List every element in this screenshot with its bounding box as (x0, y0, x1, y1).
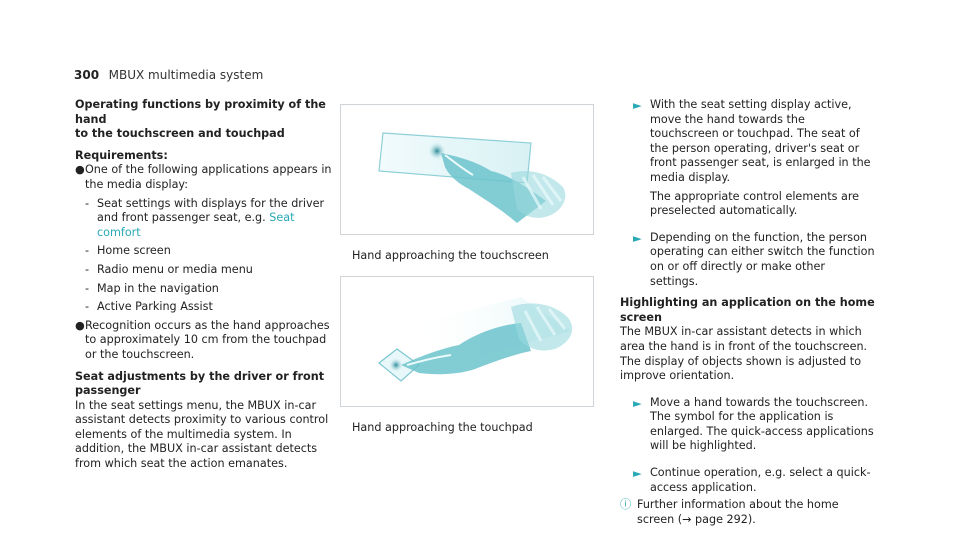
seat-adjustments-paragraph: In the seat settings menu, the MBUX in-c… (75, 398, 329, 471)
step-text: Move a hand towards the touchscreen. The… (650, 395, 874, 453)
list-item: ● Recognition occurs as the hand approac… (75, 319, 335, 363)
sub-list-item: - Active Parking Assist (75, 300, 335, 315)
instruction-step: ► Continue operation, e.g. select a quic… (620, 466, 875, 495)
dash-icon: - (85, 262, 90, 276)
section-title: MBUX multimedia system (108, 68, 264, 82)
sub-item-text: Radio menu or media menu (97, 262, 253, 276)
step-text: With the seat setting display active, mo… (650, 98, 871, 184)
sub-item-text: Map in the navigation (97, 281, 219, 295)
touchpad-illustration (340, 275, 594, 407)
sub-item-text: Seat settings with displays for the driv… (97, 196, 325, 225)
heading-line-1: Operating functions by proximity of the … (75, 98, 326, 126)
home-screen-paragraph: The MBUX in-car assistant detects in whi… (620, 325, 868, 383)
heading-line-2: to the touchscreen and touchpad (75, 127, 285, 141)
dash-icon: - (85, 300, 90, 314)
heading-seat-adjustments: Seat adjustments by the driver or front … (75, 369, 325, 398)
info-icon: ⓘ (620, 498, 632, 512)
caption-touchscreen: Hand approaching the touchscreen (352, 249, 549, 262)
arrow-icon: ► (633, 99, 642, 112)
touchscreen-illustration (340, 104, 594, 235)
page-number: 300 (74, 68, 100, 82)
middle-column: Hand approaching the touchscreen Hand a (340, 98, 594, 435)
info-note: ⓘ Further information about the home scr… (620, 498, 875, 527)
sub-list-item: - Seat settings with displays for the dr… (75, 197, 335, 241)
bullet-icon: ● (75, 318, 85, 332)
bullet-text: One of the following applications appear… (85, 163, 332, 191)
left-column: Operating functions by proximity of the … (75, 98, 335, 472)
step-note: The appropriate control elements are pre… (650, 189, 860, 218)
sub-list-item: - Map in the navigation (75, 282, 335, 297)
sub-list-item: - Radio menu or media menu (75, 263, 335, 278)
hand-touchscreen-image (378, 132, 566, 223)
sub-item-text: Home screen (97, 244, 171, 258)
bullet-icon: ● (75, 163, 85, 177)
caption-touchpad: Hand approaching the touchpad (352, 420, 533, 434)
page-header: 300 MBUX multimedia system (74, 68, 263, 84)
heading-proximity: Operating functions by proximity of the … (75, 98, 335, 142)
heading-home-screen: Highlighting an application on the home … (620, 296, 875, 324)
instruction-step: ► Move a hand towards the touchscreen. T… (620, 396, 875, 454)
sub-item-text: Active Parking Assist (97, 300, 213, 314)
seat-comfort-link[interactable]: Seat comfort (97, 211, 295, 239)
instruction-step: ► Depending on the function, the person … (620, 231, 875, 289)
list-item: ● One of the following applications appe… (75, 163, 335, 192)
arrow-icon: ► (633, 231, 642, 245)
instruction-step: ► With the seat setting display active, … (620, 98, 875, 219)
step-text: Continue operation, e.g. select a quick-… (650, 466, 871, 494)
info-text: Further information about the home scree… (637, 498, 839, 526)
sub-list-item: - Home screen (75, 244, 335, 259)
bullet-text: Recognition occurs as the hand approache… (85, 318, 330, 361)
arrow-icon: ► (633, 467, 642, 481)
dash-icon: - (85, 196, 90, 210)
step-text: Depending on the function, the person op… (650, 230, 875, 288)
dash-icon: - (85, 281, 90, 295)
dash-icon: - (85, 244, 90, 258)
right-column: ► With the seat setting display active, … (620, 98, 875, 527)
requirements-label: Requirements: (75, 148, 168, 162)
arrow-icon: ► (633, 396, 642, 410)
hand-touchpad-image (378, 296, 573, 382)
